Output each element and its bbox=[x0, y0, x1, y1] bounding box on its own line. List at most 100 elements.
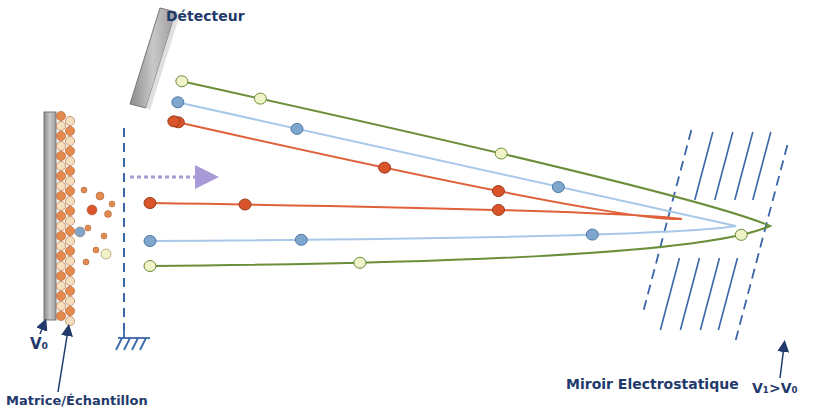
ejected-ions bbox=[75, 187, 115, 265]
matrix-grain bbox=[65, 166, 74, 175]
voltage-label: V₀ bbox=[30, 336, 48, 353]
matrix-grain bbox=[56, 271, 65, 280]
ion-marker bbox=[379, 162, 391, 173]
ion-particle bbox=[93, 247, 99, 253]
matrix-grain bbox=[56, 221, 65, 230]
ion-marker bbox=[144, 236, 156, 247]
matrix-grain bbox=[65, 246, 74, 255]
matrix-grain bbox=[56, 161, 65, 170]
ion-marker bbox=[254, 93, 266, 104]
ion-marker bbox=[354, 257, 366, 268]
v0-leader bbox=[40, 324, 44, 334]
matrix-grain bbox=[65, 156, 74, 165]
mirror-grid bbox=[736, 145, 788, 340]
mirror-electrode bbox=[695, 132, 713, 200]
ion-marker bbox=[735, 229, 747, 240]
ion-marker bbox=[492, 204, 504, 215]
ion-particle bbox=[101, 233, 107, 239]
matrix-grain bbox=[65, 176, 74, 185]
ion-marker bbox=[144, 261, 156, 272]
ion-marker bbox=[552, 182, 564, 193]
blue-ion-trajectory bbox=[150, 101, 736, 241]
matrix-grain bbox=[56, 261, 65, 270]
ground-symbol bbox=[116, 330, 150, 350]
matrix-grain bbox=[56, 281, 65, 290]
ion-particle bbox=[85, 225, 91, 231]
matrix-grain bbox=[65, 136, 74, 145]
ion-marker bbox=[144, 198, 156, 209]
flight-direction-arrow bbox=[130, 176, 210, 179]
matrix-grain bbox=[56, 131, 65, 140]
ion-markers bbox=[144, 76, 747, 272]
matrix-grain bbox=[65, 146, 74, 155]
matrix-grain bbox=[65, 196, 74, 205]
mirror-electrode bbox=[718, 258, 737, 330]
matrix-grain bbox=[65, 126, 74, 135]
matrix-grain bbox=[65, 316, 74, 325]
mirror-electrode bbox=[735, 132, 753, 200]
ion-particle bbox=[109, 201, 115, 207]
matrix-grain bbox=[65, 296, 74, 305]
matrix-grain bbox=[56, 191, 65, 200]
ion-marker bbox=[495, 148, 507, 159]
ion-particle bbox=[81, 187, 87, 193]
ion-particle bbox=[105, 211, 112, 218]
matrix-grain bbox=[65, 116, 74, 125]
matrix-grain bbox=[56, 311, 65, 320]
detector-edge bbox=[146, 12, 180, 110]
green-ion-trajectory bbox=[150, 80, 770, 266]
voltage-label: V₁>V₀ bbox=[752, 380, 798, 396]
matrix-grain bbox=[65, 186, 74, 195]
mirror-electrode bbox=[715, 132, 733, 200]
matrix-grain bbox=[56, 151, 65, 160]
matrix-grain bbox=[65, 276, 74, 285]
matrix-label: Matrice/Échantillon bbox=[6, 394, 148, 409]
matrix-grain bbox=[65, 266, 74, 275]
ion-particle bbox=[101, 249, 111, 259]
mirror-grid bbox=[644, 130, 692, 310]
mirror-electrode bbox=[680, 258, 699, 330]
sample-plate bbox=[44, 112, 56, 320]
ion-marker bbox=[291, 123, 303, 134]
ion-marker bbox=[295, 234, 307, 245]
mirror-electrode bbox=[660, 258, 679, 330]
ion-particle bbox=[83, 259, 89, 265]
matrix-grain bbox=[56, 121, 65, 130]
detector-label: Détecteur bbox=[166, 8, 245, 24]
matrix-grain bbox=[56, 141, 65, 150]
matrix-grain bbox=[65, 226, 74, 235]
matrix-grain bbox=[65, 236, 74, 245]
v1-leader bbox=[780, 346, 784, 378]
matrix-leader bbox=[58, 330, 68, 392]
matrix-grain bbox=[56, 171, 65, 180]
ion-particle bbox=[87, 205, 97, 215]
ion-marker bbox=[586, 229, 598, 240]
ion-marker bbox=[239, 199, 251, 210]
ion-marker bbox=[492, 186, 504, 197]
matrix-grain bbox=[65, 206, 74, 215]
ion-marker bbox=[176, 76, 188, 87]
matrix-grain bbox=[65, 216, 74, 225]
electrostatic-mirror bbox=[644, 130, 788, 340]
matrix-grain bbox=[56, 181, 65, 190]
ion-marker bbox=[172, 97, 184, 108]
ion-particle bbox=[75, 227, 85, 237]
matrix-grain bbox=[56, 251, 65, 260]
matrix-grain bbox=[56, 211, 65, 220]
mirror-electrode bbox=[753, 132, 771, 200]
matrix-grain bbox=[56, 241, 65, 250]
red-ion-trajectory bbox=[150, 120, 682, 219]
matrix-grain bbox=[56, 231, 65, 240]
ion-marker bbox=[168, 116, 180, 127]
mirror-label: Miroir Electrostatique bbox=[566, 376, 739, 392]
matrix-grain bbox=[56, 301, 65, 310]
matrix-grain bbox=[56, 111, 65, 120]
matrix-grain bbox=[65, 306, 74, 315]
matrix-grain bbox=[56, 291, 65, 300]
mirror-electrode bbox=[700, 258, 719, 330]
matrix-grain bbox=[56, 201, 65, 210]
matrix-grain bbox=[65, 286, 74, 295]
ion-particle bbox=[96, 192, 104, 200]
extraction-grid bbox=[123, 128, 125, 330]
